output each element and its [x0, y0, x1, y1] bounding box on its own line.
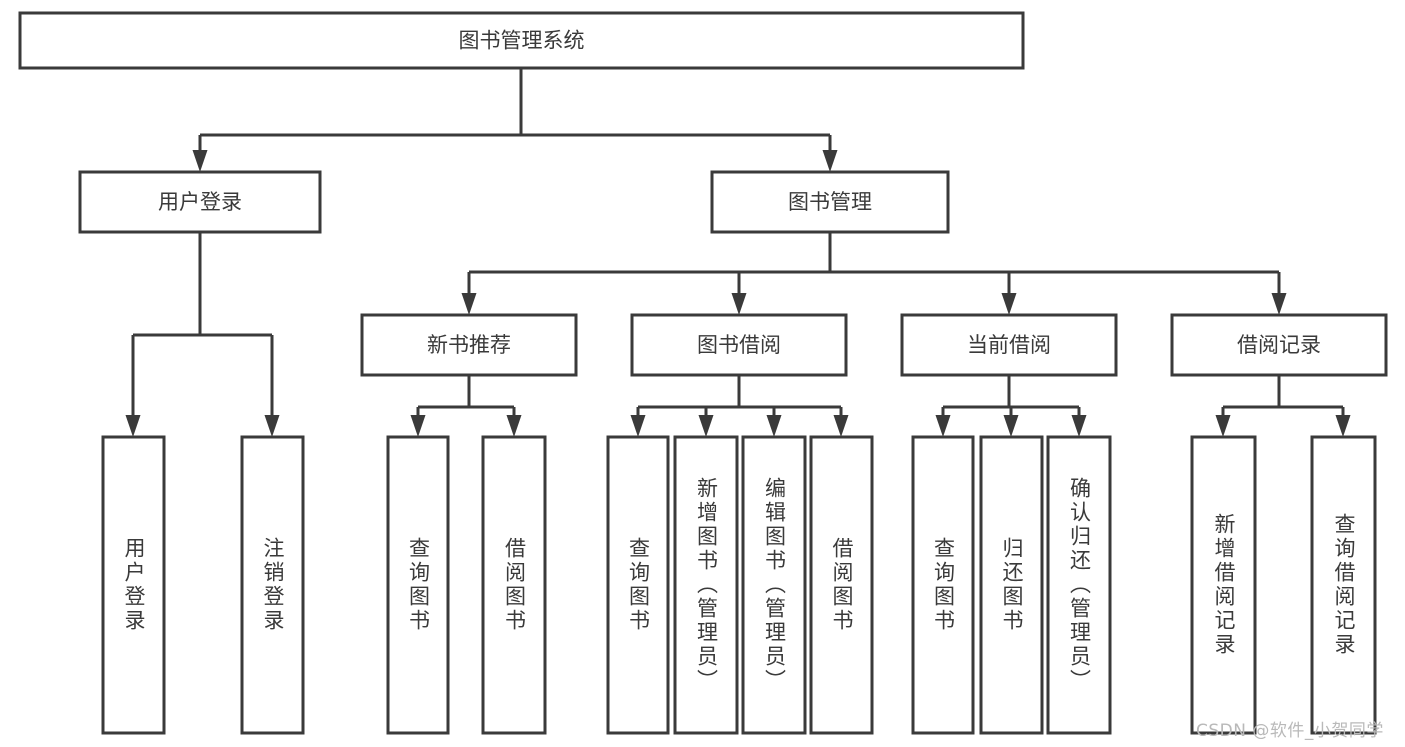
node-label-root: 图书管理系统 — [459, 29, 585, 53]
arrow-head-icon — [1001, 293, 1017, 315]
connector-group-l1_1 — [461, 232, 1287, 315]
arrow-head-icon — [1335, 415, 1351, 437]
node-box-leaf_7[interactable] — [809, 435, 874, 735]
node-box-leaf_2[interactable] — [386, 435, 450, 735]
arrow-head-icon — [264, 415, 280, 437]
connector-group-l2_2 — [935, 375, 1087, 437]
arrow-head-icon — [125, 415, 141, 437]
node-box-leaf_0[interactable] — [101, 435, 166, 735]
node-box-leaf_5[interactable] — [673, 435, 739, 735]
arrow-head-icon — [766, 415, 782, 437]
arrow-head-icon — [822, 150, 838, 172]
arrow-head-icon — [410, 415, 426, 437]
watermark-credit: CSDN @软件_小贺同学 — [1196, 721, 1384, 741]
node-box-leaf_1[interactable] — [240, 435, 305, 735]
arrow-head-icon — [1071, 415, 1087, 437]
connector-group-l2_3 — [1215, 375, 1351, 437]
node-label-l2_2: 当前借阅 — [967, 333, 1051, 357]
connector-group-l2_1 — [630, 375, 849, 437]
node-box-leaf_9[interactable] — [979, 435, 1044, 735]
arrow-head-icon — [833, 415, 849, 437]
node-box-l2_2[interactable] — [900, 313, 1118, 377]
node-box-root[interactable] — [18, 11, 1025, 70]
connectors-layer — [125, 68, 1351, 437]
arrow-head-icon — [630, 415, 646, 437]
node-box-leaf_11[interactable] — [1190, 435, 1257, 735]
arrow-head-icon — [1271, 293, 1287, 315]
arrow-head-icon — [461, 293, 477, 315]
node-box-leaf_8[interactable] — [911, 435, 975, 735]
node-box-l1_0[interactable] — [78, 170, 322, 234]
node-box-leaf_3[interactable] — [481, 435, 547, 735]
connector-group-l1_0 — [125, 232, 280, 437]
node-box-leaf_6[interactable] — [741, 435, 807, 735]
arrow-head-icon — [731, 293, 747, 315]
node-box-leaf_12[interactable] — [1310, 435, 1377, 735]
arrow-head-icon — [698, 415, 714, 437]
arrow-head-icon — [935, 415, 951, 437]
node-label-l2_3: 借阅记录 — [1237, 333, 1321, 357]
arrow-head-icon — [1003, 415, 1019, 437]
node-box-l2_3[interactable] — [1170, 313, 1388, 377]
node-label-l2_1: 图书借阅 — [697, 333, 781, 357]
node-box-l2_1[interactable] — [630, 313, 848, 377]
node-label-l2_0: 新书推荐 — [427, 333, 511, 357]
node-label-l1_0: 用户登录 — [158, 190, 242, 214]
arrow-head-icon — [506, 415, 522, 437]
node-label-l1_1: 图书管理 — [788, 190, 872, 214]
connector-group-l2_0 — [410, 375, 522, 437]
connector-group-root — [192, 68, 838, 172]
node-box-leaf_4[interactable] — [606, 435, 670, 735]
boxes-layer — [18, 11, 1388, 735]
node-box-l1_1[interactable] — [710, 170, 950, 234]
arrow-head-icon — [1215, 415, 1231, 437]
node-box-leaf_10[interactable] — [1046, 435, 1112, 735]
arrow-head-icon — [192, 150, 208, 172]
node-box-l2_0[interactable] — [360, 313, 578, 377]
